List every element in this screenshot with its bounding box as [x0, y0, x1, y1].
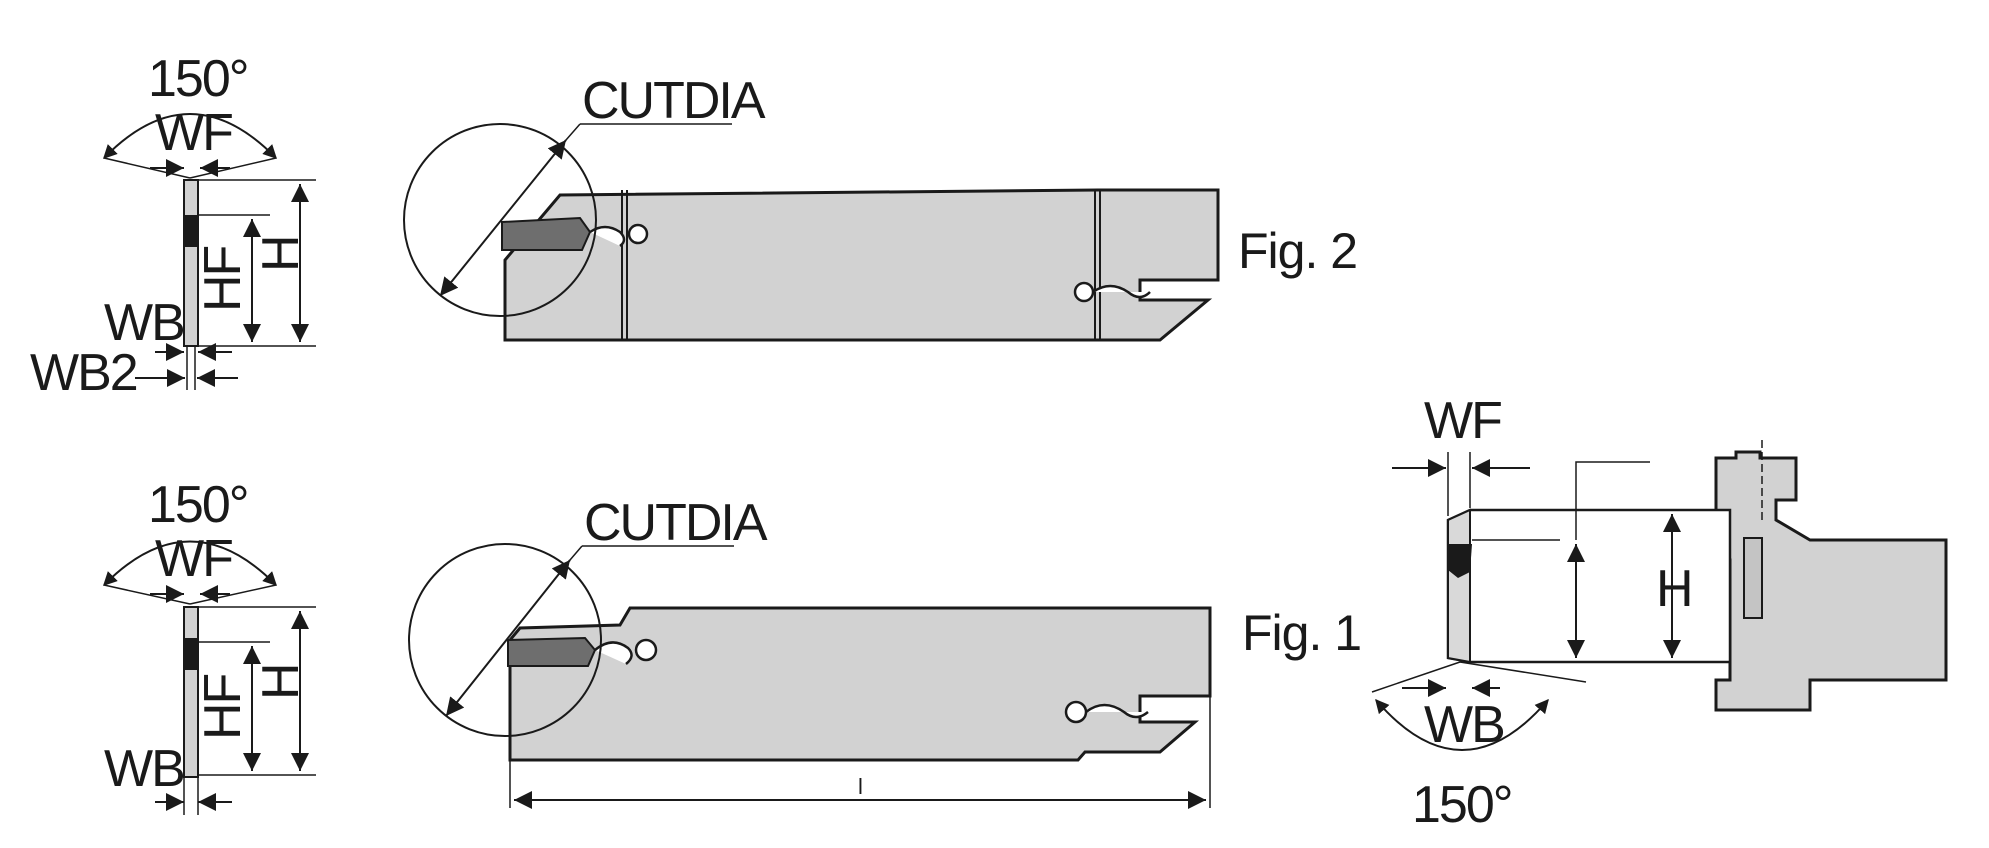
wb-label-3: WB	[1424, 696, 1504, 754]
wb-label: WB	[104, 294, 184, 352]
holder-block	[1714, 450, 1948, 712]
cutdia-dimension-2	[445, 559, 571, 717]
clamp-hole-front	[627, 223, 649, 245]
h-label: H	[252, 236, 310, 272]
cutdia-circle-2	[408, 543, 602, 737]
hf-label-2: HF	[194, 674, 252, 740]
h-label-3: H	[1656, 560, 1692, 618]
insert-tip	[184, 215, 198, 247]
cutdia-label-2: CUTDIA	[584, 494, 768, 552]
hf-leader-3	[1575, 461, 1650, 540]
hf-label: HF	[194, 246, 252, 312]
clamp-hole-rear	[1073, 281, 1095, 303]
wf-label: WF	[155, 104, 232, 162]
side-view-fig1: 150° WF H HF WB	[103, 476, 316, 815]
blade-body	[503, 188, 1220, 342]
blade-body-2	[508, 606, 1212, 762]
insert-tip-3	[1448, 544, 1472, 578]
angle-leg-right-3	[1459, 661, 1587, 683]
length-label: l	[858, 774, 863, 799]
insert	[501, 216, 592, 251]
angle-arc-3	[1375, 698, 1549, 751]
clamp-slot-rear-2	[1085, 703, 1149, 719]
angle-label-3: 150°	[1412, 776, 1512, 834]
wb2-label: WB2	[30, 344, 137, 402]
angle-label: 150°	[148, 50, 248, 108]
angle-label-2: 150°	[148, 476, 248, 534]
h-label-2: H	[252, 664, 310, 700]
blade-fig2: CUTDIA Fig. 2	[403, 72, 1358, 342]
clamp-slot-front-2	[594, 641, 633, 665]
blade-fig1: CUTDIA Fig. 1 l	[408, 494, 1362, 809]
fig2-label: Fig. 2	[1238, 223, 1357, 279]
cutdia-leader	[565, 123, 581, 141]
wf-label-3: WF	[1424, 392, 1501, 450]
clamp-hole-front-2	[634, 638, 658, 662]
insert-tip-2	[184, 638, 198, 670]
side-view-fig2: 150° WF H HF WB WB2	[30, 50, 316, 402]
holder-view: WF H WB 150°	[1371, 392, 1948, 834]
clamp-slot-rear	[1092, 284, 1151, 299]
cutdia-dimension	[439, 139, 567, 297]
clamp-hole-rear-2	[1064, 700, 1088, 724]
cutdia-leader-2	[569, 545, 583, 561]
angle-arc	[103, 113, 277, 160]
angle-arc-2	[103, 540, 277, 586]
wf-label-2: WF	[155, 530, 232, 588]
holder-slot	[1743, 537, 1763, 619]
clamp-slot-front	[589, 225, 626, 247]
cutdia-label: CUTDIA	[582, 72, 766, 130]
blade-edge	[1447, 508, 1471, 664]
angle-leg-left-3	[1371, 661, 1461, 693]
fig1-label: Fig. 1	[1242, 605, 1361, 661]
insert-2	[507, 636, 597, 667]
wb-label-2: WB	[104, 740, 184, 798]
cutdia-circle	[403, 123, 597, 317]
